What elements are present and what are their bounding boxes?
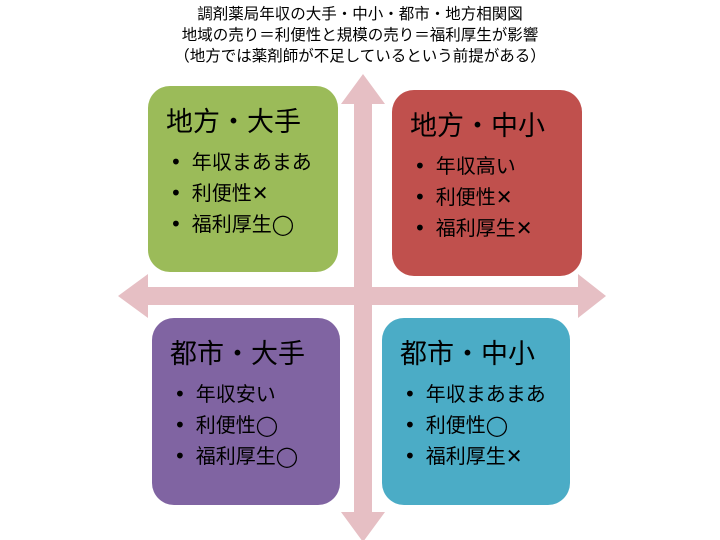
horizontal-axis-arrow — [118, 274, 606, 318]
quadrant-rural-small: 地方・中小 年収高い 利便性✕ 福利厚生✕ — [392, 90, 582, 276]
quadrant-item: 年収まあまあ — [400, 379, 570, 410]
quadrant-item: 福利厚生◯ — [166, 209, 338, 240]
title-line-3: （地方では薬剤師が不足しているという前提がある） — [174, 47, 546, 65]
quadrant-heading: 都市・中小 — [400, 339, 535, 370]
quadrant-urban-large: 都市・大手 年収安い 利便性◯ 福利厚生◯ — [152, 318, 340, 505]
quadrant-urban-small: 都市・中小 年収まあまあ 利便性◯ 福利厚生✕ — [382, 318, 570, 505]
quadrant-heading: 地方・中小 — [410, 111, 545, 142]
quadrant-rural-large: 地方・大手 年収まあまあ 利便性✕ 福利厚生◯ — [148, 86, 338, 272]
quadrant-item: 福利厚生✕ — [410, 213, 582, 244]
diagram-title: 調剤薬局年収の大手・中小・都市・地方相関図 地域の売り＝利便性と規模の売り＝福利… — [0, 4, 720, 67]
title-line-2: 地域の売り＝利便性と規模の売り＝福利厚生が影響 — [181, 26, 539, 44]
vertical-axis-arrow — [341, 74, 385, 540]
quadrant-item: 年収安い — [170, 379, 340, 410]
quadrant-item: 福利厚生◯ — [170, 441, 340, 472]
quadrant-item: 年収まあまあ — [166, 147, 338, 178]
quadrant-item: 利便性◯ — [170, 410, 340, 441]
title-line-1: 調剤薬局年収の大手・中小・都市・地方相関図 — [197, 5, 523, 23]
quadrant-item: 年収高い — [410, 151, 582, 182]
quadrant-heading: 地方・大手 — [166, 107, 301, 138]
quadrant-item: 福利厚生✕ — [400, 441, 570, 472]
quadrant-item: 利便性✕ — [166, 178, 338, 209]
quadrant-item: 利便性◯ — [400, 410, 570, 441]
quadrant-heading: 都市・大手 — [170, 339, 305, 370]
quadrant-item: 利便性✕ — [410, 182, 582, 213]
